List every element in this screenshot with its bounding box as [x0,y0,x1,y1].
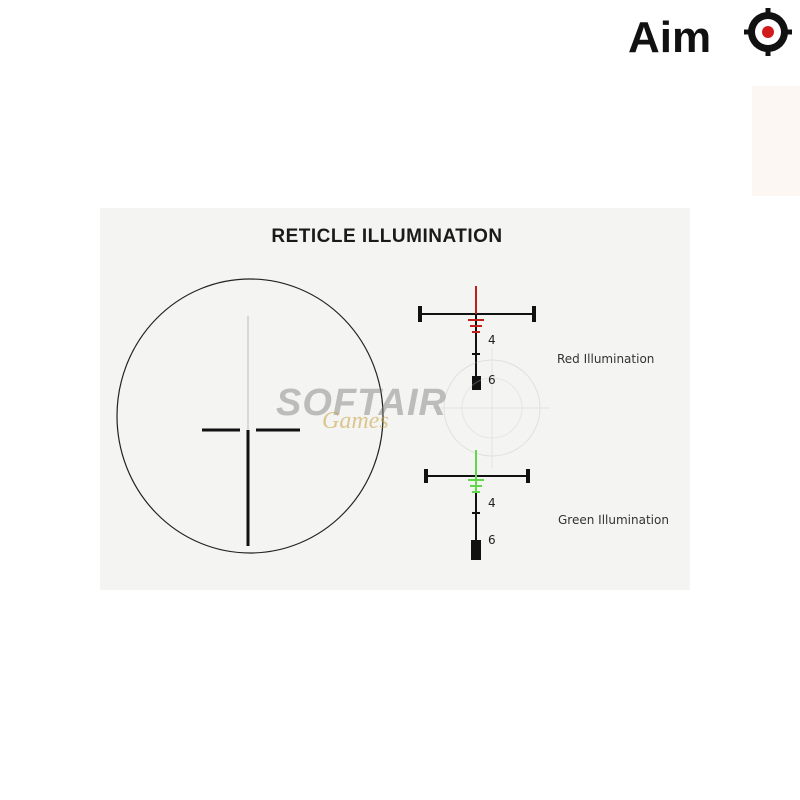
red-mark-4: 4 [488,333,496,347]
red-illumination-label: Red Illumination [557,352,655,366]
green-illumination-label: Green Illumination [558,513,669,527]
reticle-panel: RETICLE ILLUMINATION [100,208,690,590]
panel-title: RETICLE ILLUMINATION [271,226,503,247]
reticle-diagram [116,278,550,560]
scope-circle [116,278,384,554]
faint-artifact [752,86,800,196]
green-reticle [424,450,530,560]
red-mark-6: 6 [488,373,496,387]
crosshair-o-icon [744,8,792,56]
faint-target [430,348,550,468]
green-mark-4: 4 [488,496,496,510]
red-reticle [418,286,536,390]
green-mark-6: 6 [488,533,496,547]
logo-text: Aim [628,13,711,62]
aim-logo: Aim [628,6,796,62]
